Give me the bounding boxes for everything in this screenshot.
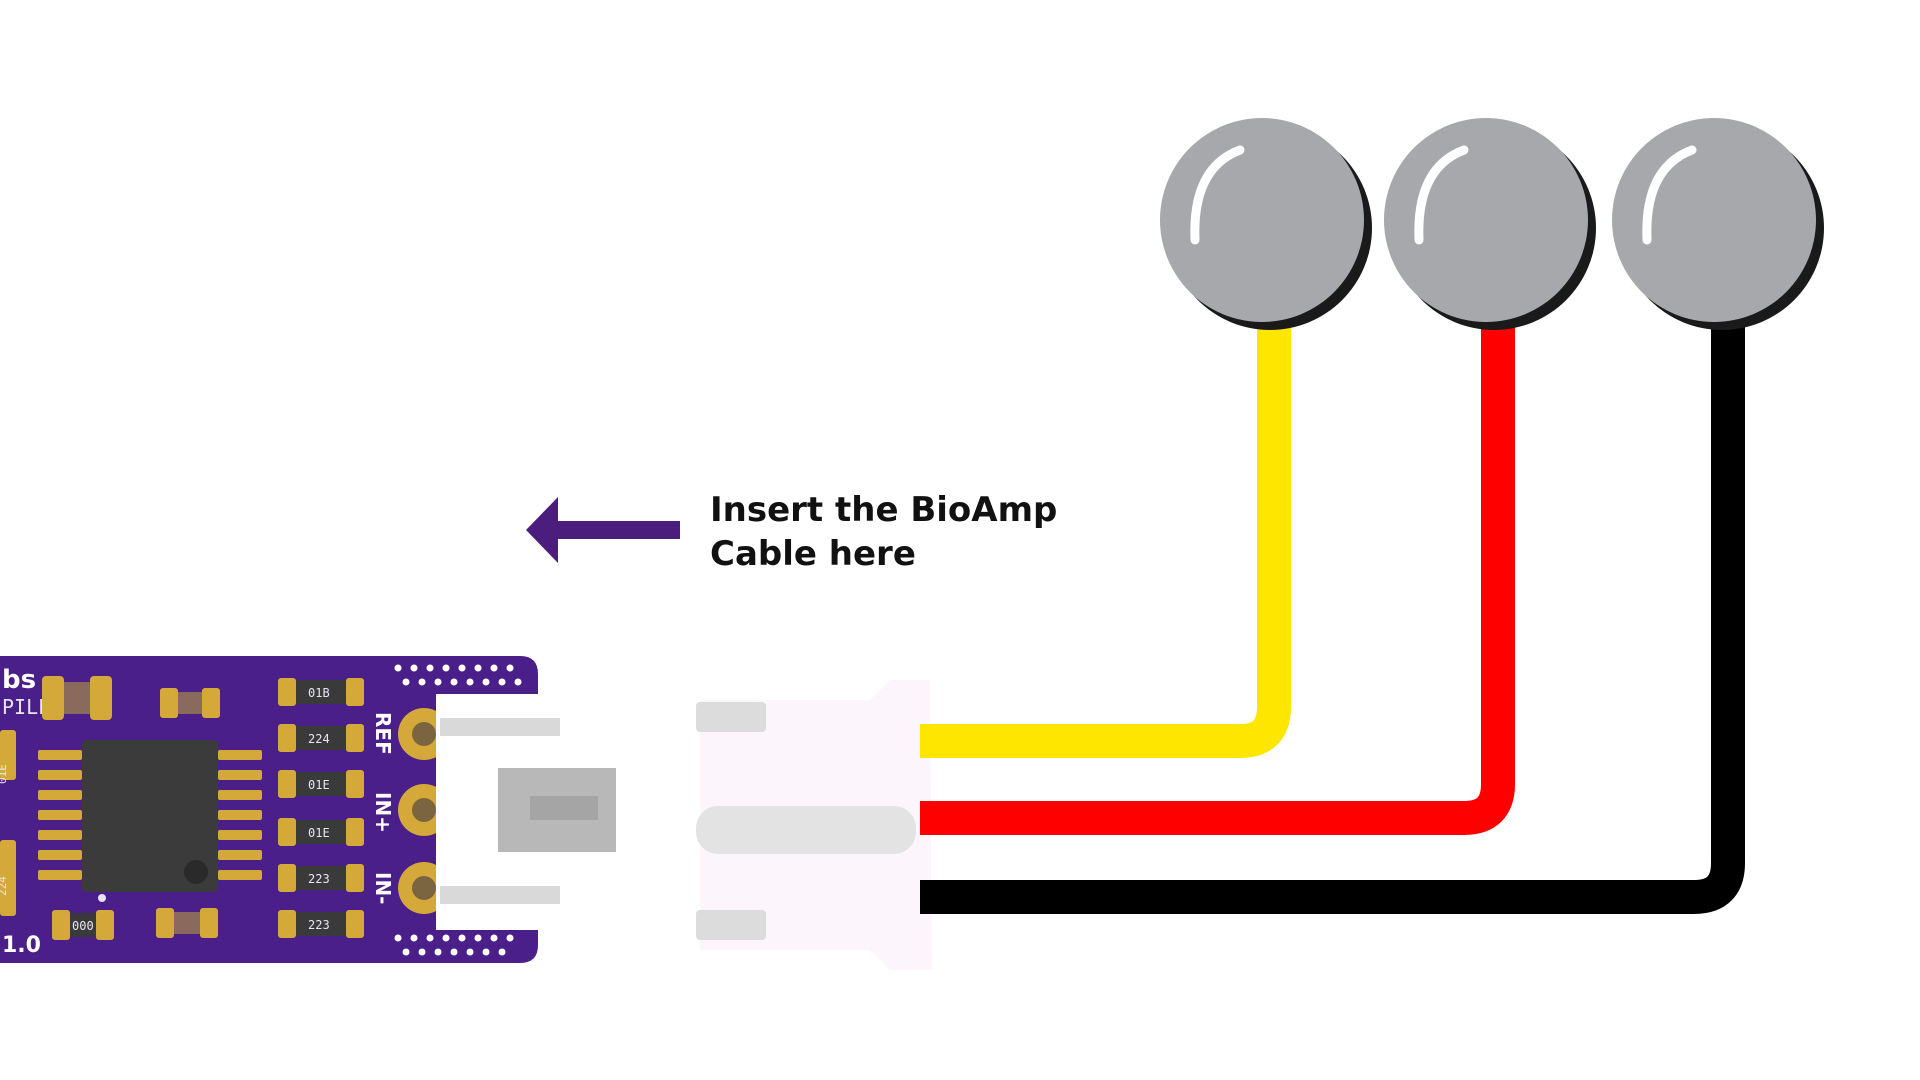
electrode-2	[1384, 118, 1596, 330]
resistor-code-000: 000	[72, 919, 94, 933]
yellow-wire	[920, 310, 1291, 758]
resistor-code-1: 01B	[308, 686, 330, 700]
red-wire	[920, 310, 1515, 835]
pin-label-in-plus: IN+	[371, 792, 395, 833]
electrode-1	[1160, 118, 1372, 330]
board-jst-header	[436, 694, 616, 930]
resistor-code-2: 224	[308, 732, 330, 746]
pin-label-in-minus: IN-	[371, 872, 395, 904]
side-code-1: 01E	[0, 764, 9, 784]
left-edge-pads: 01E 224	[0, 730, 16, 916]
ic-chip	[38, 740, 262, 902]
instruction-line-1: Insert the BioAmp	[710, 490, 1058, 530]
insert-instruction: Insert the BioAmp Cable here	[710, 488, 1057, 576]
black-wire	[920, 310, 1745, 914]
pin-label-ref: REF	[371, 712, 395, 755]
version-text: 1.0	[2, 933, 41, 958]
resistor-column: 01B 224 01E 01E 223 223	[278, 678, 364, 938]
instruction-line-2: Cable here	[710, 534, 916, 574]
insert-arrow-icon	[526, 497, 680, 563]
brand-text: bs	[2, 665, 36, 695]
via-dots	[394, 664, 522, 956]
resistor-code-6: 223	[308, 918, 330, 932]
capacitor-top-small	[160, 688, 220, 718]
capacitor-bottom-small	[156, 908, 218, 938]
side-code-2: 224	[0, 876, 9, 896]
capacitor-top-large	[42, 676, 112, 720]
resistor-code-3: 01E	[308, 778, 330, 792]
cable-connector[interactable]	[696, 680, 932, 970]
wires	[920, 310, 1745, 914]
resistor-code-5: 223	[308, 872, 330, 886]
resistor-bottom-left: 000	[52, 910, 114, 940]
electrode-3	[1612, 118, 1824, 330]
resistor-code-4: 01E	[308, 826, 330, 840]
